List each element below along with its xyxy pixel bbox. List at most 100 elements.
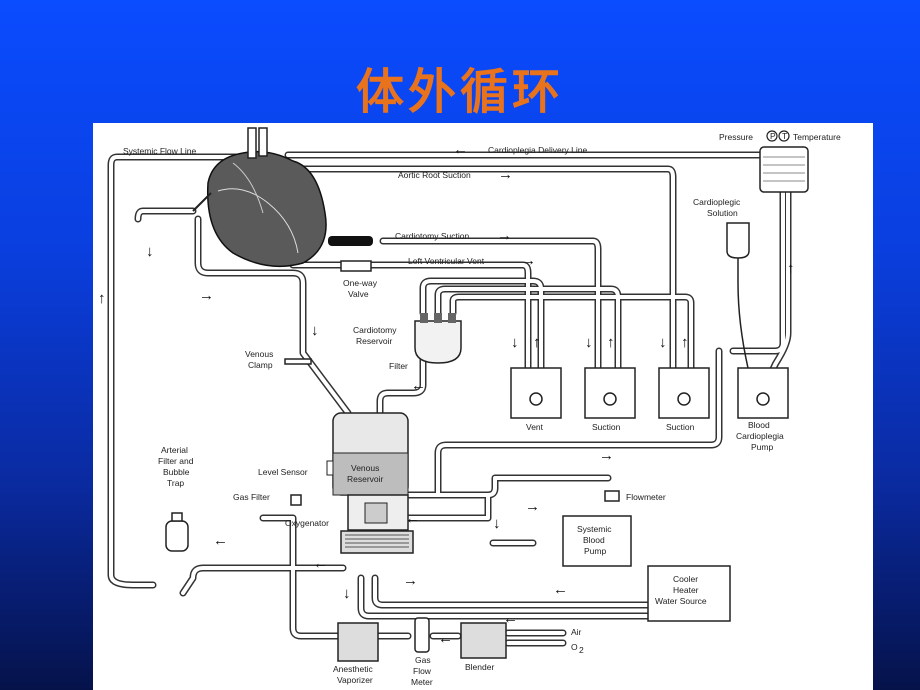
label-level-sensor: Level Sensor: [258, 467, 308, 477]
label-cardioplegia-delivery-line: Cardioplegia Delivery Line: [488, 145, 587, 155]
component-labels: Systemic Flow Line Cardioplegia Delivery…: [123, 131, 841, 687]
heart-illustration: [192, 127, 327, 268]
arrow-down-icon: ↓: [511, 334, 519, 351]
venous-reservoir: [326, 412, 409, 496]
label-systemic-blood-pump: Pump: [584, 546, 606, 556]
gas-flow-meter: [414, 617, 430, 653]
label-cardiotomy-reservoir: Cardiotomy: [353, 325, 397, 335]
arrow-down-icon: ↓: [659, 334, 667, 351]
label-vent: Vent: [526, 422, 544, 432]
arrow-down-icon: ↓: [311, 322, 319, 339]
arrow-down-icon: ↓: [343, 585, 351, 602]
cardioplegia-heat-exchanger: [759, 130, 809, 193]
label-cooler: Heater: [673, 585, 699, 595]
systemic-blood-pump: [562, 515, 632, 567]
label-blood-cardioplegia-pump: Cardioplegia: [736, 431, 784, 441]
oxygenator: [290, 494, 414, 554]
arrow-up-icon: ↑: [98, 290, 106, 307]
label-arterial-filter: Bubble: [163, 467, 190, 477]
label-cooler: Water Source: [655, 596, 707, 606]
cardiotomy-reservoir: [414, 313, 462, 364]
label-gas-flow-meter: Meter: [411, 677, 433, 687]
label-gas-flow-meter: Gas: [415, 655, 431, 665]
label-air: Air: [571, 627, 582, 637]
label-anesthetic-vaporizer: Vaporizer: [337, 675, 373, 685]
label-venous-clamp: Venous: [245, 349, 273, 359]
arterial-filter: [165, 512, 189, 552]
label-systemic-flow-line: Systemic Flow Line: [123, 146, 196, 156]
blender: [460, 622, 507, 659]
label-o2: O: [571, 642, 578, 652]
suction-pump-1: [584, 367, 636, 419]
label-anesthetic-vaporizer: Anesthetic: [333, 664, 373, 674]
suction-pump-2: [658, 367, 710, 419]
vent-pump: [510, 367, 562, 419]
arrow-down-icon: ↓: [493, 515, 501, 532]
arrow-right-icon: →: [403, 572, 418, 589]
arrow-up-icon: ↑: [681, 334, 689, 351]
label-pressure: Pressure: [719, 132, 753, 142]
arrow-up-icon: ↑: [787, 260, 795, 277]
label-p-symbol: P: [770, 131, 776, 141]
arrow-left-icon: ←: [438, 630, 453, 647]
label-cardioplegic-solution: Cardioplegic: [693, 197, 741, 207]
arrow-left-icon: ←: [503, 610, 518, 627]
label-blood-cardioplegia-pump: Blood: [748, 420, 770, 430]
label-blood-cardioplegia-pump: Pump: [751, 442, 773, 452]
arrow-up-icon: ↑: [607, 334, 615, 351]
label-t-symbol: T: [782, 131, 787, 141]
arrow-right-icon: →: [521, 252, 536, 269]
arrow-left-icon: ←: [405, 510, 420, 527]
anesthetic-vaporizer: [337, 622, 379, 662]
label-systemic-blood-pump: Systemic: [577, 524, 612, 534]
arrow-right-icon: →: [497, 227, 512, 244]
arrow-right-icon: →: [599, 447, 614, 464]
arrow-left-icon: ←: [213, 532, 228, 549]
arrow-left-icon: ←: [313, 555, 328, 572]
label-arterial-filter: Filter and: [158, 456, 194, 466]
label-one-way-valve: One-way: [343, 278, 378, 288]
label-systemic-blood-pump: Blood: [583, 535, 605, 545]
label-filter: Filter: [389, 361, 408, 371]
label-oxygenator: Oxygenator: [285, 518, 329, 528]
label-suction: Suction: [666, 422, 695, 432]
label-left-ventricular-vent: Left Ventricular Vent: [408, 256, 485, 266]
label-suction: Suction: [592, 422, 621, 432]
flow-arrows: ← → → → → ↓ ↑ ↓ ← ↓ ↑ ↓ ↑ ↓ ↑ ↑ → → ↓ ← …: [98, 141, 795, 647]
label-gas-filter: Gas Filter: [233, 492, 270, 502]
arrow-down-icon: ↓: [146, 243, 154, 260]
label-venous-reservoir: Reservoir: [347, 474, 384, 484]
venous-clamp: [284, 358, 312, 365]
label-one-way-valve: Valve: [348, 289, 369, 299]
cardiotomy-suction-tip: [328, 236, 373, 246]
label-cardioplegic-solution: Solution: [707, 208, 738, 218]
arrow-down-icon: ↓: [585, 334, 593, 351]
arrow-left-icon: ←: [453, 141, 468, 158]
arrow-up-icon: ↑: [533, 334, 541, 351]
cpb-circuit-diagram: ← → → → → ↓ ↑ ↓ ← ↓ ↑ ↓ ↑ ↓ ↑ ↑ → → ↓ ← …: [93, 123, 873, 690]
label-cardiotomy-reservoir: Reservoir: [356, 336, 393, 346]
circuit-svg: ← → → → → ↓ ↑ ↓ ← ↓ ↑ ↓ ↑ ↓ ↑ ↑ → → ↓ ← …: [98, 127, 841, 687]
arrow-right-icon: →: [199, 287, 214, 304]
label-temperature: Temperature: [793, 132, 841, 142]
label-blender: Blender: [465, 662, 494, 672]
label-flowmeter: Flowmeter: [626, 492, 666, 502]
blood-cardioplegia-pump: [737, 367, 789, 419]
label-cooler: Cooler: [673, 574, 698, 584]
label-o2-subscript: 2: [579, 645, 584, 655]
label-venous-clamp: Clamp: [248, 360, 273, 370]
arrow-left-icon: ←: [553, 581, 568, 598]
arrow-left-icon: ←: [411, 377, 426, 394]
flowmeter: [604, 490, 620, 502]
arrow-right-icon: →: [525, 498, 540, 515]
label-arterial-filter: Arterial: [161, 445, 188, 455]
one-way-valve: [340, 260, 372, 272]
cooler-heater-water-source: [647, 565, 731, 622]
label-venous-reservoir: Venous: [351, 463, 379, 473]
cardioplegic-solution-bag: [726, 222, 750, 369]
arrow-right-icon: →: [498, 166, 513, 183]
label-cardiotomy-suction: Cardiotomy Suction: [395, 231, 469, 241]
label-arterial-filter: Trap: [167, 478, 184, 488]
slide-title: 体外循环: [355, 64, 564, 120]
label-aortic-root-suction: Aortic Root Suction: [398, 170, 471, 180]
